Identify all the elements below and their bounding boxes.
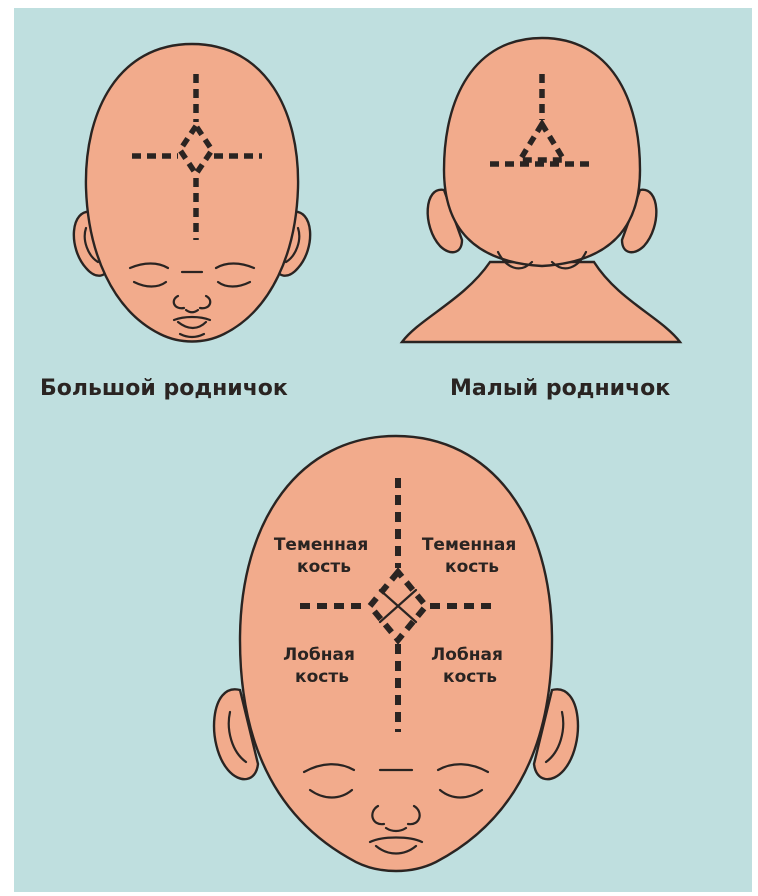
detailed-head <box>214 436 578 871</box>
head-outline <box>86 44 298 342</box>
caption-anterior: Большой родничок <box>40 376 288 401</box>
anterior-fontanelle-head <box>74 44 310 342</box>
shoulders <box>402 262 680 342</box>
head-outline-back <box>444 38 640 266</box>
posterior-fontanelle-head <box>402 38 680 342</box>
caption-posterior: Малый родничок <box>450 376 670 401</box>
